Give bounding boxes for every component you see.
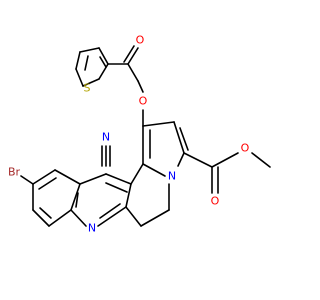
sulfur-atom-label: S <box>84 82 91 95</box>
bond <box>130 163 144 185</box>
bond <box>75 51 81 70</box>
ring-nitrogen-label: N <box>88 222 96 235</box>
bond <box>179 127 189 151</box>
bond <box>142 121 175 127</box>
bond <box>54 169 81 185</box>
bond <box>98 63 109 80</box>
bond <box>251 152 271 168</box>
carbonyl-oxygen-label: O <box>136 34 145 47</box>
bond <box>183 152 213 168</box>
structure-canvas: S O O N N O O Br N <box>8 34 271 235</box>
structure-drawing: S O O N N O O Br N <box>8 34 271 235</box>
bond <box>127 47 139 65</box>
bond <box>99 203 121 219</box>
bond <box>70 209 87 227</box>
bond <box>75 192 79 208</box>
bond <box>125 183 132 208</box>
cyano-nitrogen-label: N <box>102 131 110 144</box>
bond <box>105 173 132 185</box>
bond <box>32 169 56 185</box>
bond <box>38 177 57 190</box>
bond <box>99 56 107 68</box>
bond <box>173 121 185 154</box>
bond <box>98 47 109 65</box>
bond <box>79 47 100 53</box>
bond <box>20 175 34 185</box>
bond <box>142 163 166 177</box>
ether-oxygen-label: O <box>241 142 250 155</box>
bond <box>48 209 72 227</box>
bond <box>75 68 84 87</box>
bond <box>137 80 144 93</box>
bond <box>32 209 50 227</box>
bond <box>140 209 170 227</box>
bond <box>84 55 89 71</box>
bond <box>105 182 128 193</box>
pyrrole-nitrogen-label: N <box>168 170 176 183</box>
bond <box>177 152 185 167</box>
bond <box>97 206 127 227</box>
bonds <box>20 45 271 227</box>
bond <box>82 78 100 87</box>
bond <box>123 45 135 63</box>
bond <box>125 206 142 227</box>
bond <box>211 152 239 168</box>
bond <box>70 183 81 211</box>
ester-oxygen-label: O <box>139 95 148 108</box>
bond <box>79 173 107 185</box>
bond <box>127 63 139 82</box>
carbonyl-oxygen-label-2: O <box>211 195 220 208</box>
bromine-atom-label: Br <box>8 166 21 179</box>
bond <box>39 207 52 219</box>
atom-labels: S O O N N O O Br N <box>8 34 250 235</box>
